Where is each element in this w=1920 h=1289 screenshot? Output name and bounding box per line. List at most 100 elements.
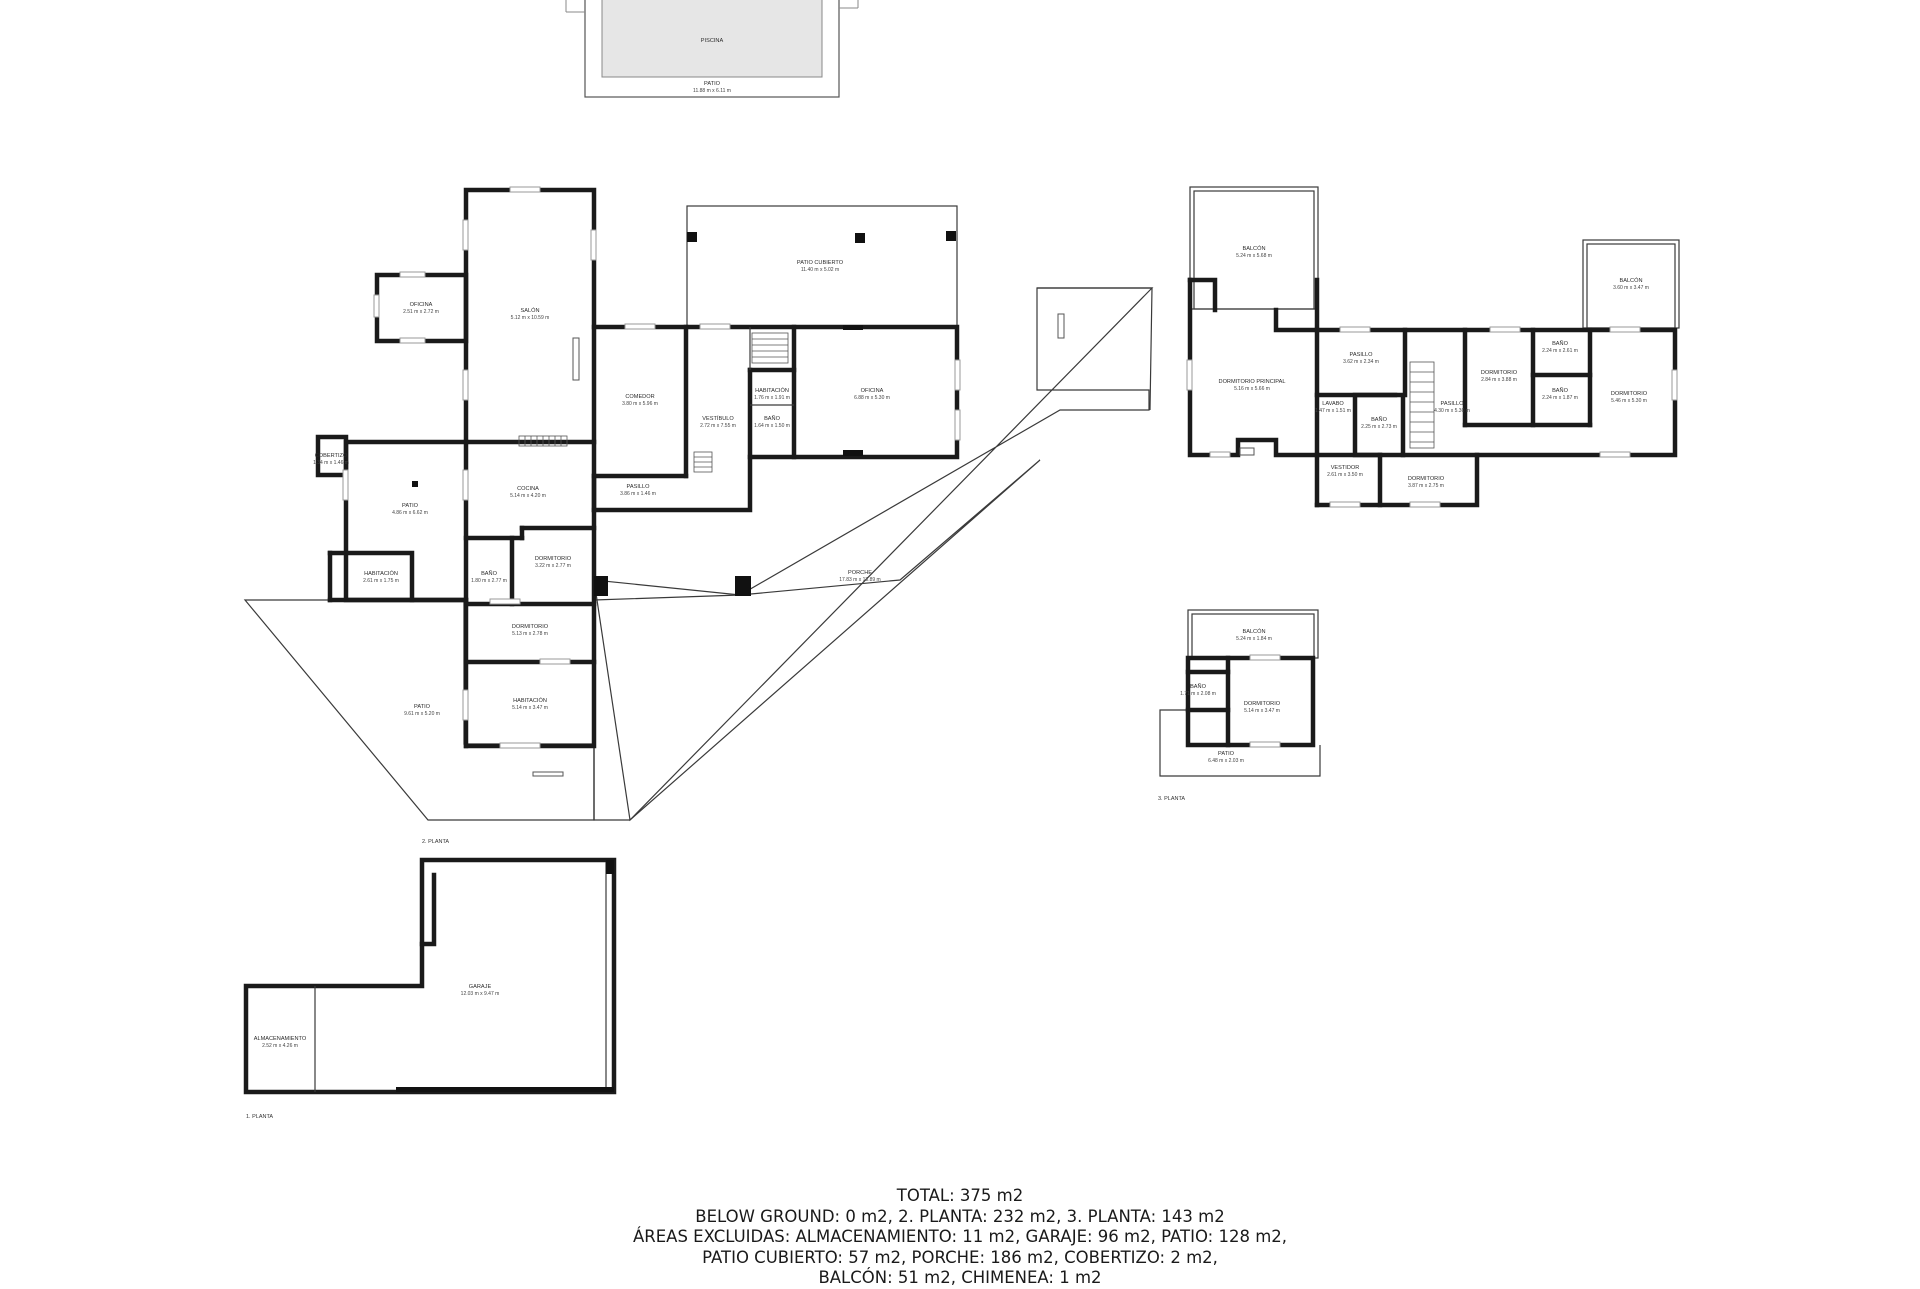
window <box>1249 741 1281 748</box>
area-summary: TOTAL: 375 m2 BELOW GROUND: 0 m2, 2. PLA… <box>560 1186 1360 1289</box>
stairs <box>518 332 789 473</box>
summary-excluded: ÁREAS EXCLUIDAS: ALMACENAMIENTO: 11 m2, … <box>632 1227 1288 1246</box>
room-dimensions: 1.47 m x 1.51 m <box>1315 408 1351 414</box>
room-name: PASILLO <box>627 484 651 490</box>
room-dimensions: 6.88 m x 5.30 m <box>854 395 890 401</box>
room-dimensions: 1.71 m x 2.08 m <box>1180 691 1216 697</box>
room-name: LAVABO <box>1322 401 1344 407</box>
room-name: GARAJE <box>469 984 492 990</box>
room-dimensions: 1.80 m x 2.77 m <box>471 578 507 584</box>
room-name: DORMITORIO <box>1408 476 1445 482</box>
room-dimensions: 2.52 m x 4.26 m <box>262 1043 298 1049</box>
patio-outline <box>1159 709 1321 777</box>
room-dimensions: 1.64 m x 1.50 m <box>754 423 790 429</box>
room-dimensions: 17.83 m x 13.89 m <box>839 577 880 583</box>
porch-outline <box>593 459 1041 821</box>
room-dimensions: 3.86 m x 1.46 m <box>620 491 656 497</box>
room-dimensions: 3.87 m x 2.75 m <box>1408 483 1444 489</box>
ramp-outline <box>593 287 1154 822</box>
room-dimensions: 5.14 m x 3.47 m <box>1244 708 1280 714</box>
column <box>855 233 865 243</box>
balcony-railing <box>1193 190 1315 310</box>
garage-outline <box>243 857 617 1095</box>
room-name: HABITACIÓN <box>513 697 547 704</box>
wall <box>1273 277 1320 333</box>
room-name: PATIO CUBIERTO <box>797 260 844 266</box>
room-dimensions: 2.84 m x 3.88 m <box>1481 377 1517 383</box>
room-name: BALCÓN <box>1242 245 1265 252</box>
room-dimensions: 4.30 m x 5.30 m <box>1434 408 1470 414</box>
fireplace <box>572 337 580 381</box>
room-dimensions: 5.14 m x 3.47 m <box>512 705 548 711</box>
room-dimensions: 12.03 m x 9.47 m <box>461 991 500 997</box>
room-name: BAÑO <box>1371 416 1388 423</box>
column <box>843 325 863 330</box>
floor-3-plan: BALCÓN 5.24 m x 5.68 m BALCÓN 3.60 m x 3… <box>1186 186 1680 508</box>
fireplace <box>1239 447 1255 456</box>
stairs <box>1409 361 1435 449</box>
drain-grate <box>532 771 564 777</box>
room-name: PASILLO <box>1441 401 1465 407</box>
room-dimensions: 1.76 m x 1.91 m <box>754 395 790 401</box>
summary-floors: BELOW GROUND: 0 m2, 2. PLANTA: 232 m2, 3… <box>695 1206 1225 1226</box>
room-name: PASILLO <box>1350 352 1374 358</box>
room-dimensions: 5.46 m x 5.30 m <box>1611 398 1647 404</box>
room-name: OFICINA <box>410 302 433 308</box>
window <box>1249 654 1281 661</box>
room-dimensions: 4.86 m x 6.62 m <box>392 510 428 516</box>
column <box>946 231 956 241</box>
room-outline <box>591 324 960 513</box>
room-dimensions: 5.24 m x 1.84 m <box>1236 636 1272 642</box>
room-dimensions: 3.80 m x 5.96 m <box>622 401 658 407</box>
room-name: BAÑO <box>1190 683 1207 690</box>
wall <box>327 550 415 603</box>
room-dimensions: 5.24 m x 5.68 m <box>1236 253 1272 259</box>
room-dimensions: 3.22 m x 2.77 m <box>535 563 571 569</box>
windows <box>342 186 961 749</box>
room-name: COCINA <box>517 486 539 492</box>
room-dimensions: 2.24 m x 1.87 m <box>1542 395 1578 401</box>
room-name: VESTÍBULO <box>702 415 734 422</box>
room-name: HABITACIÓN <box>755 387 789 394</box>
room-name: DORMITORIO <box>1244 701 1281 707</box>
pool <box>601 0 823 78</box>
pool-area: PISCINA PATIO 11.88 m x 6.11 m <box>565 0 859 98</box>
ramp-edge <box>1037 287 1153 411</box>
room-dimensions: 2.61 m x 1.75 m <box>363 578 399 584</box>
room-name: PATIO <box>414 704 431 710</box>
floor-label: 2. PLANTA <box>422 839 449 845</box>
summary-excluded-cont: PATIO CUBIERTO: 57 m2, PORCHE: 186 m2, C… <box>702 1247 1218 1267</box>
room-dimensions: 5.12 m x 10.59 m <box>511 315 550 321</box>
column <box>843 450 863 456</box>
room-name: COBERTIZO <box>315 453 348 459</box>
room-dimensions: 5.14 m x 4.20 m <box>510 493 546 499</box>
room-name: PATIO <box>704 81 721 87</box>
summary-excluded-cont2: BALCÓN: 51 m2, CHIMENEA: 1 m2 <box>818 1268 1102 1287</box>
room-dimensions: 2.51 m x 2.72 m <box>403 309 439 315</box>
room-name: VESTIDOR <box>1331 465 1360 471</box>
room-dimensions: 1.34 m x 1.46 m <box>313 460 349 466</box>
room-dimensions: 3.60 m x 3.47 m <box>1613 285 1649 291</box>
room-name: PISCINA <box>701 38 724 44</box>
room-name: DORMITORIO PRINCIPAL <box>1219 379 1286 385</box>
wall <box>1187 277 1218 313</box>
room-dimensions: 5.16 m x 5.66 m <box>1234 386 1270 392</box>
floor-1-plan: GARAJE 12.03 m x 9.47 m ALMACENAMIENTO 2… <box>243 857 617 1120</box>
column <box>735 576 751 596</box>
column <box>606 860 614 874</box>
floor-label: 3. PLANTA <box>1158 796 1185 802</box>
room-name: BALCÓN <box>1619 277 1642 284</box>
room-name: BAÑO <box>1552 387 1569 394</box>
room-name: BAÑO <box>764 415 781 422</box>
ramp-marker <box>1057 313 1065 339</box>
room-name: PATIO <box>1218 751 1235 757</box>
room-name: DORMITORIO <box>535 556 572 562</box>
room-dimensions: 11.88 m x 6.11 m <box>693 88 731 94</box>
room-name: DORMITORIO <box>512 624 549 630</box>
room-dimensions: 9.61 m x 5.20 m <box>404 711 440 717</box>
garage-door <box>396 1087 614 1092</box>
room-name: PATIO <box>402 503 419 509</box>
floor-label: 1. PLANTA <box>246 1114 273 1120</box>
wall <box>419 872 437 947</box>
room-name: COMEDOR <box>625 394 654 400</box>
